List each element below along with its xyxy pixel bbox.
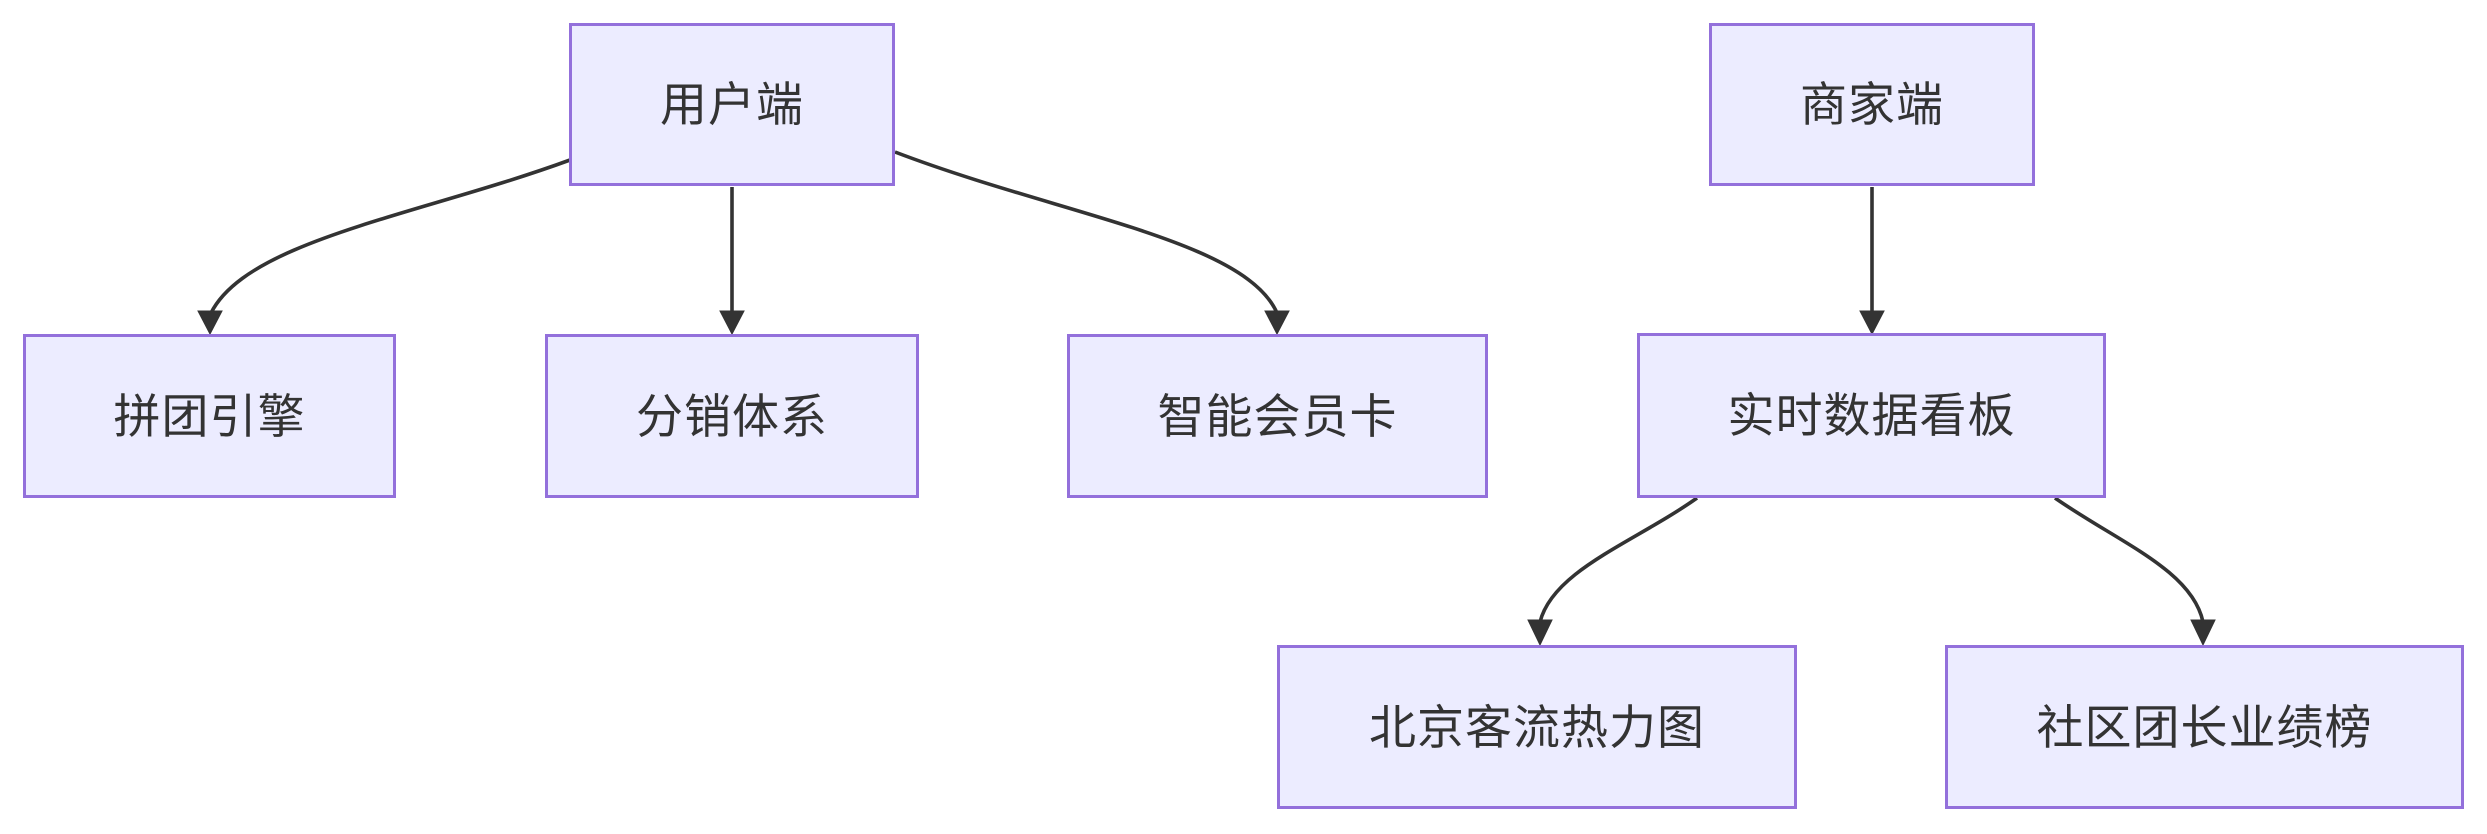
arrowhead-icon [1527,619,1553,647]
node-label: 智能会员卡 [1157,389,1398,443]
node-label: 拼团引擎 [113,389,306,443]
arrowhead-icon [719,310,745,336]
edge-user-to-groupbuy [209,158,571,314]
arrowhead-icon [1264,310,1290,336]
node-user-side: 用户端 [569,23,895,186]
node-community-leader-ranking: 社区团长业绩榜 [1945,645,2464,809]
node-label: 实时数据看板 [1727,389,2016,442]
edge-dashboard-to-heatmap [1538,496,1699,623]
node-merchant-side: 商家端 [1709,23,2035,186]
node-label: 商家端 [1800,78,1944,131]
arrowhead-icon [197,310,223,336]
node-realtime-data-dashboard: 实时数据看板 [1637,333,2106,498]
node-label: 用户端 [660,78,804,131]
edge-dashboard-to-leaderboard [2053,496,2205,623]
node-distribution-system: 分销体系 [545,334,919,498]
node-groupbuy-engine: 拼团引擎 [23,334,396,498]
node-label: 分销体系 [636,389,828,443]
node-label: 北京客流热力图 [1369,700,1705,754]
arrowhead-icon [1859,310,1885,336]
arrowhead-icon [2190,619,2216,647]
node-label: 社区团长业绩榜 [2036,700,2373,754]
node-beijing-traffic-heatmap: 北京客流热力图 [1277,645,1797,809]
node-smart-member-card: 智能会员卡 [1067,334,1488,498]
edge-user-to-membercard [894,150,1279,314]
